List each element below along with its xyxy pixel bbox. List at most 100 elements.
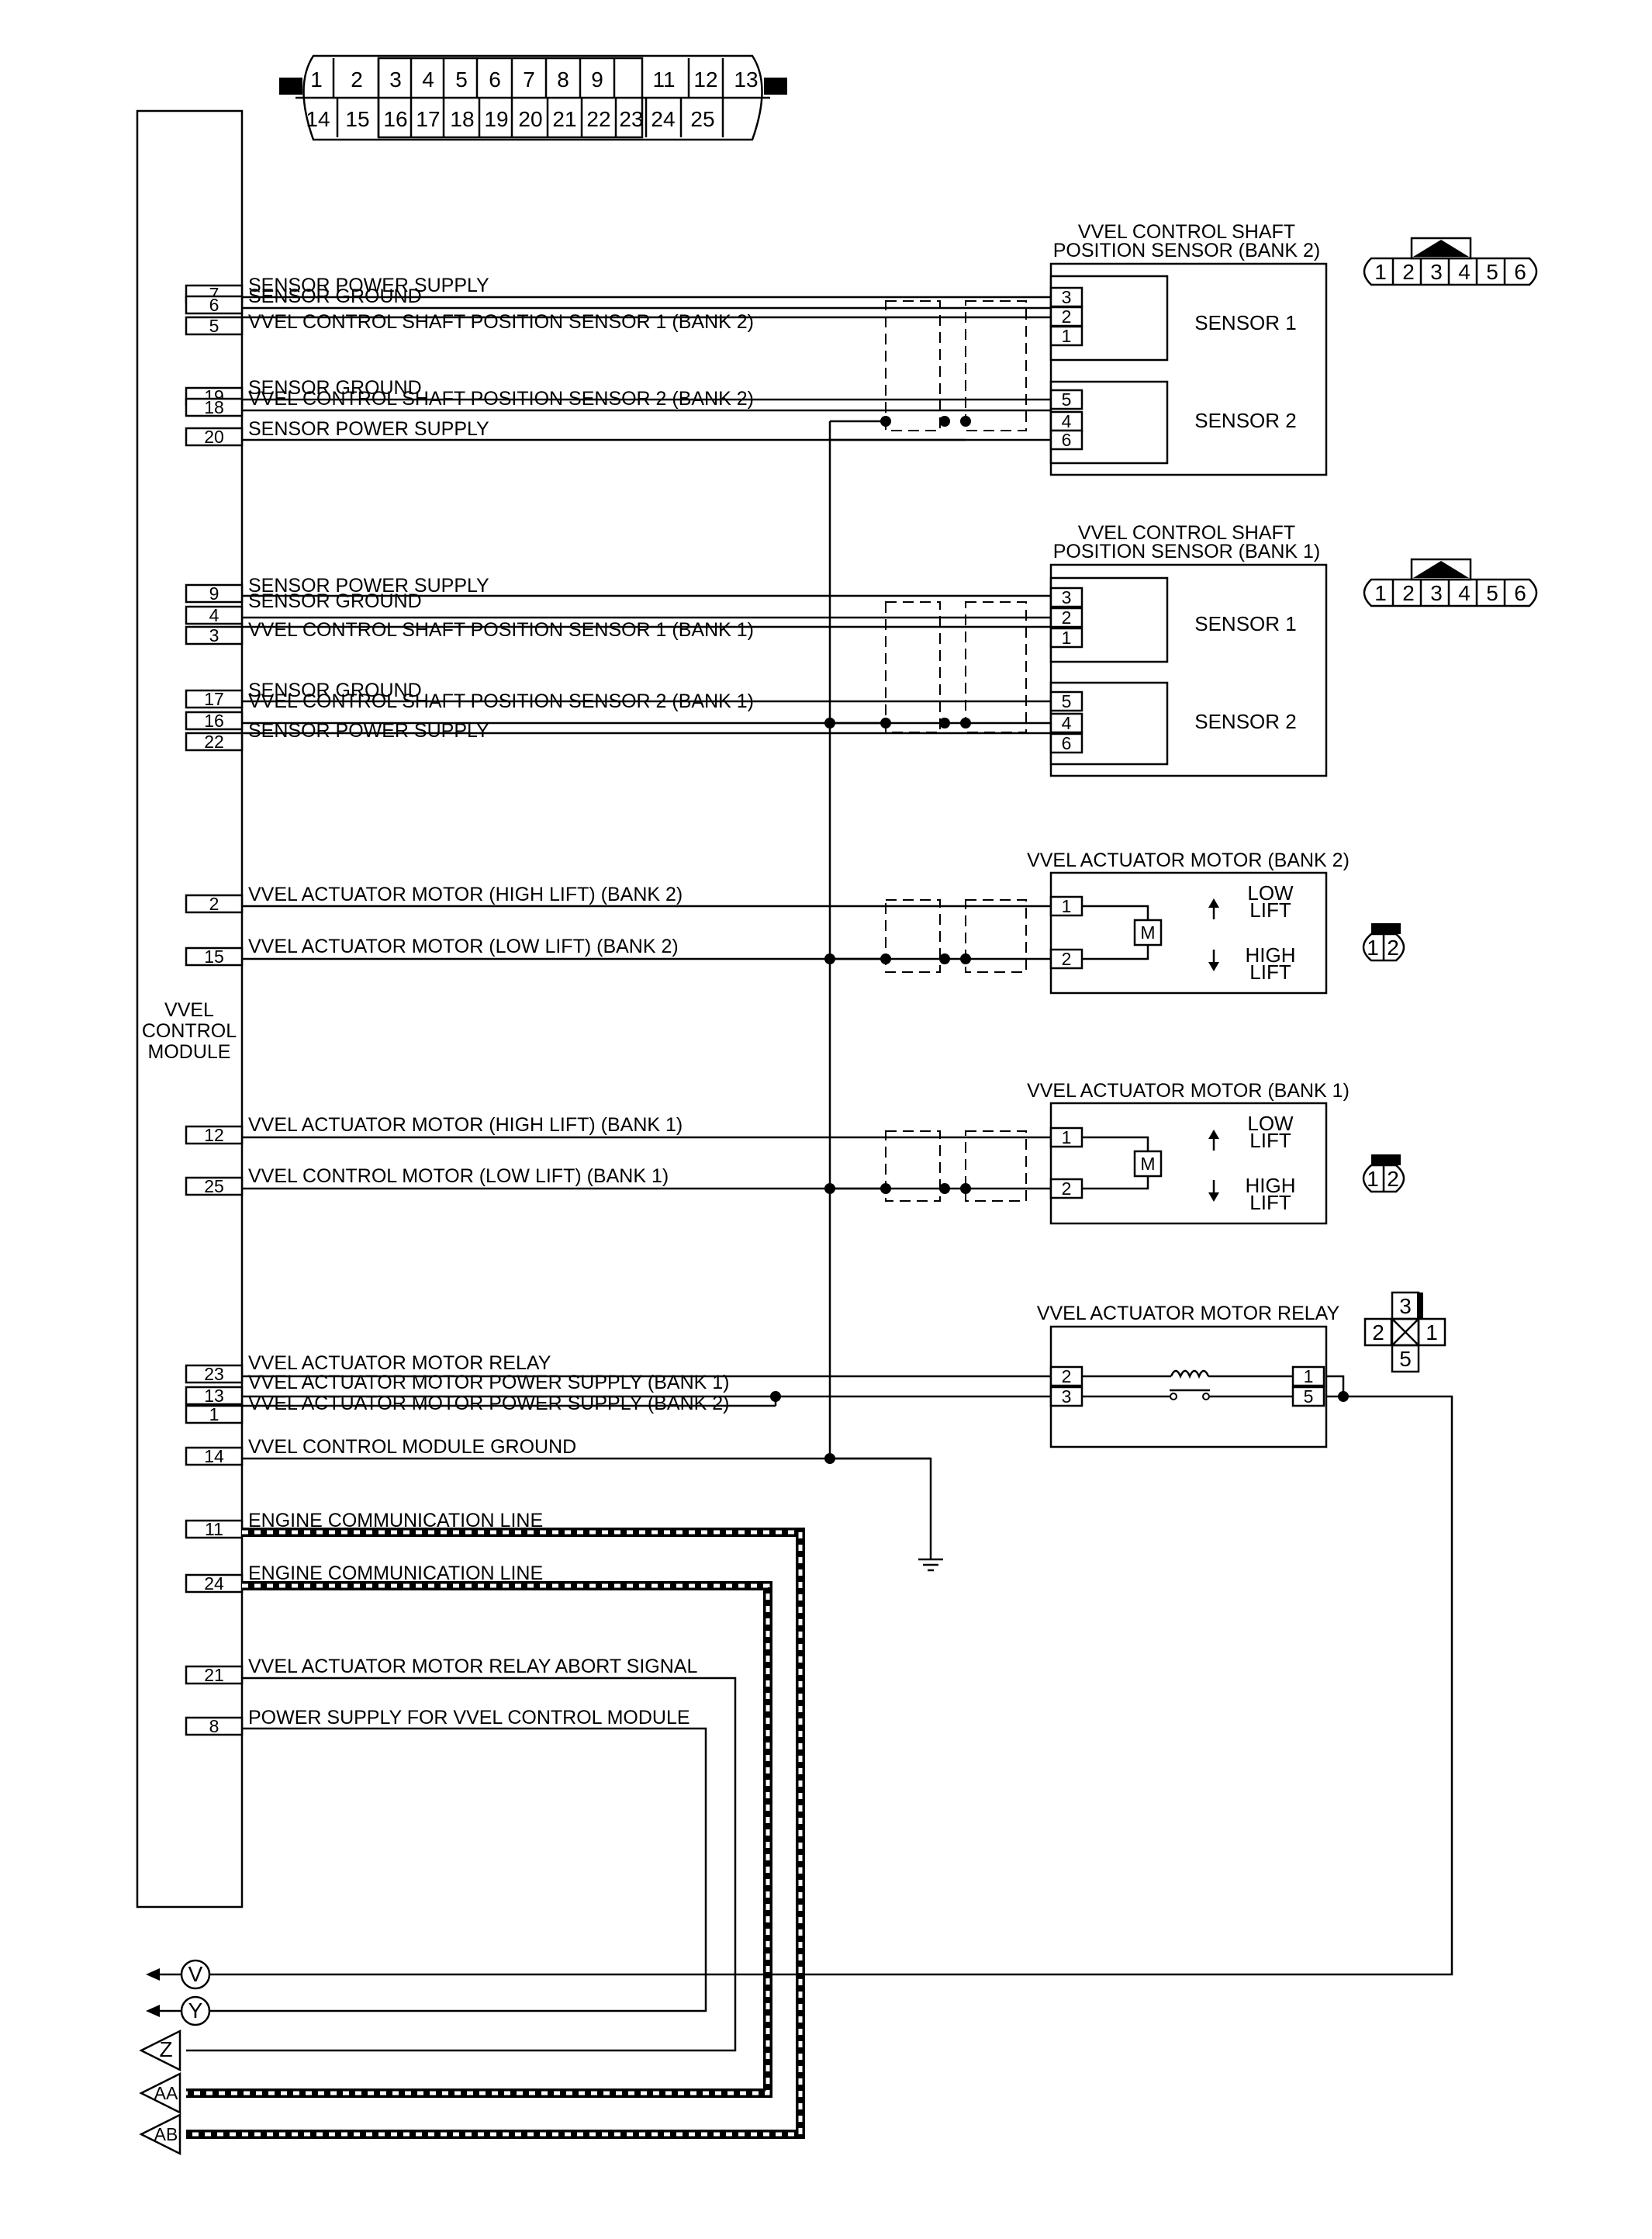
wire-label: SENSOR GROUND: [248, 285, 422, 307]
motor-bank2-symbol: M: [1140, 922, 1155, 943]
module-pin-box: [185, 605, 244, 625]
sensor-bank2: VVEL CONTROL SHAFT POSITION SENSOR (BANK…: [1049, 221, 1328, 476]
sensor-bank1-pin-1: 1: [1062, 628, 1072, 648]
connector-cavity-17: 17: [416, 107, 440, 131]
junction-dot: [939, 1183, 950, 1194]
module-pin-18: 18: [204, 397, 224, 417]
module-pin-2: 2: [209, 894, 219, 914]
wire-label: VVEL CONTROL SHAFT POSITION SENSOR 1 (BA…: [248, 619, 754, 641]
junction-dot: [1338, 1391, 1349, 1402]
sensor-bank2-connector-cavity-1: 1: [1374, 260, 1387, 284]
motor-connector-2-cavity-1: 1: [1367, 1167, 1379, 1191]
sensor-bank1-title-1: VVEL CONTROL SHAFT: [1078, 522, 1295, 544]
sensor-bank1-pin-5: 5: [1062, 691, 1072, 711]
module-pin-24: 24: [204, 1573, 224, 1594]
sensor-bank2-connector-cavity-5: 5: [1486, 260, 1498, 284]
terminal-V: V: [188, 1962, 203, 1986]
junction-dot: [770, 1391, 781, 1402]
sensor-bank2-connector-cavity-2: 2: [1402, 260, 1415, 284]
sensor-bank1-connector-cavity-3: 3: [1430, 581, 1443, 605]
module-pin-box: [185, 397, 244, 417]
wire-label: VVEL CONTROL MOTOR (LOW LIFT) (BANK 1): [248, 1165, 669, 1187]
sensor-bank2-pin-1: 1: [1062, 326, 1072, 346]
module-pin-box: [185, 689, 244, 709]
module-pin-box: [185, 427, 244, 447]
motor-bank2-high-2: LIFT: [1249, 960, 1291, 984]
sensor-bank2-title-2: POSITION SENSOR (BANK 2): [1053, 240, 1321, 261]
sensor-bank2-pin-4: 4: [1062, 411, 1072, 431]
wire-label: VVEL ACTUATOR MOTOR RELAY: [248, 1352, 551, 1374]
sensor-bank1-pin-3: 3: [1062, 587, 1072, 607]
relay-pin-2: 2: [1062, 1366, 1072, 1386]
module-pin-14: 14: [204, 1446, 224, 1466]
motor-bank2-low-2: LIFT: [1249, 898, 1291, 922]
module-pin-12: 12: [204, 1125, 224, 1145]
wire-label: VVEL CONTROL SHAFT POSITION SENSOR 2 (BA…: [248, 388, 754, 410]
module-pin-20: 20: [204, 427, 224, 447]
module-pin-17: 17: [204, 689, 224, 709]
connector-cavity-1: 1: [310, 67, 323, 92]
junction-dot: [939, 718, 950, 728]
sensor-bank2-sensor2-label: SENSOR 2: [1194, 409, 1297, 432]
module-pin-box: [185, 316, 244, 336]
module-label-line1: VVEL: [164, 999, 214, 1021]
module-pin-box: [185, 732, 244, 752]
module-pin-box: [185, 625, 244, 645]
connector-cavity-9: 9: [591, 67, 603, 92]
module-pin-22: 22: [204, 732, 224, 752]
relay-pin-3: 3: [1062, 1386, 1072, 1407]
module-pin-21: 21: [204, 1665, 224, 1685]
module-pin-16: 16: [204, 711, 224, 731]
motor-bank2-pin-2: 2: [1062, 949, 1072, 969]
motor-bank1-pin-1: 1: [1062, 1127, 1072, 1147]
relay-connector-cavity-bottom: 5: [1399, 1347, 1412, 1371]
connector-cavity-13: 13: [734, 67, 758, 92]
wire-label: SENSOR POWER SUPPLY: [248, 418, 489, 440]
sensor-bank1-connector-cavity-5: 5: [1486, 581, 1498, 605]
module-pin-box: [185, 1665, 244, 1685]
junction-dot: [939, 953, 950, 964]
relay-pin-1: 1: [1304, 1366, 1314, 1386]
module-pin-box: [185, 894, 244, 914]
sensor-bank2-pin-5: 5: [1062, 389, 1072, 410]
motor-bank1-high-2: LIFT: [1249, 1191, 1291, 1214]
motor-bank1-title: VVEL ACTUATOR MOTOR (BANK 1): [1027, 1080, 1350, 1102]
relay-connector-cavity-top: 3: [1399, 1294, 1412, 1318]
wire-label: VVEL CONTROL MODULE GROUND: [248, 1436, 576, 1458]
sensor-bank1-connector-cavity-4: 4: [1458, 581, 1471, 605]
connector-cavity-12: 12: [693, 67, 717, 92]
wire-label: SENSOR GROUND: [248, 680, 422, 701]
terminal-Z: Z: [159, 2037, 172, 2061]
sensor-bank2-connector-cavity-6: 6: [1514, 260, 1526, 284]
connector-cavity-2: 2: [351, 67, 363, 92]
motor-bank2-high-1: HIGH: [1246, 943, 1296, 967]
wire-label: ENGINE COMMUNICATION LINE: [248, 1562, 543, 1584]
module-pin-8: 8: [209, 1716, 219, 1736]
wire-label: VVEL CONTROL SHAFT POSITION SENSOR 2 (BA…: [248, 690, 754, 712]
motor-bank2-low-1: LOW: [1247, 881, 1294, 905]
module-pin-box: [185, 1404, 244, 1424]
relay: VVEL ACTUATOR MOTOR RELAY: [1037, 1303, 1340, 1448]
connector-cavity-7: 7: [523, 67, 535, 92]
connector-cavity-3: 3: [389, 67, 402, 92]
connector-cavity-25: 25: [690, 107, 714, 131]
relay-connector-cavity-left: 2: [1372, 1320, 1384, 1344]
motor-bank1-symbol: M: [1140, 1154, 1155, 1174]
wire-label: VVEL CONTROL SHAFT POSITION SENSOR 1 (BA…: [248, 311, 754, 333]
wire-label: SENSOR GROUND: [248, 590, 422, 612]
motor-bank2-title: VVEL ACTUATOR MOTOR (BANK 2): [1027, 850, 1350, 871]
wire-label: VVEL ACTUATOR MOTOR RELAY ABORT SIGNAL: [248, 1656, 697, 1677]
relay-title: VVEL ACTUATOR MOTOR RELAY: [1037, 1303, 1340, 1324]
sensor-bank2-pin-2: 2: [1062, 306, 1072, 327]
terminal-Y: Y: [188, 1998, 203, 2023]
junction-dot: [824, 1453, 835, 1464]
connector-cavity-6: 6: [489, 67, 501, 92]
motor-bank1-high-1: HIGH: [1246, 1174, 1296, 1197]
module-pin-23: 23: [204, 1364, 224, 1384]
module-pin-box: [185, 1176, 244, 1196]
module-pin-13: 13: [204, 1386, 224, 1406]
connector-cavity-14: 14: [306, 107, 330, 131]
